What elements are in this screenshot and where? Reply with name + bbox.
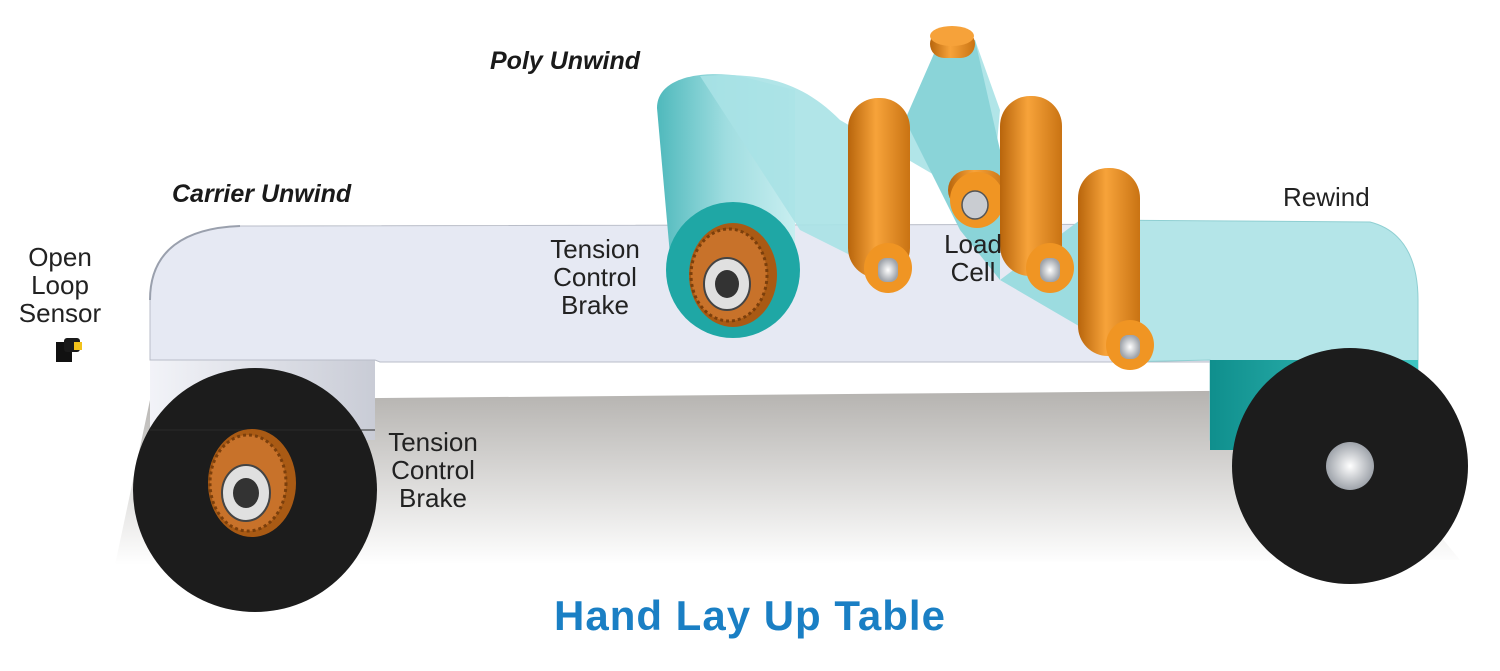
tension-brake-top-graphic bbox=[689, 223, 777, 327]
idler-roller-3 bbox=[1078, 168, 1154, 370]
open-loop-sensor-icon bbox=[56, 338, 82, 362]
diagram-title: Hand Lay Up Table bbox=[554, 592, 946, 639]
tension-brake-bottom-graphic bbox=[208, 429, 296, 537]
table-shadow bbox=[115, 390, 1460, 565]
tension-brake-bottom-label: Tension Control Brake bbox=[388, 427, 478, 513]
idler-roller-1 bbox=[848, 98, 912, 293]
tension-brake-top-label: Tension Control Brake bbox=[550, 234, 640, 320]
open-loop-sensor-label: Open Loop Sensor bbox=[18, 242, 102, 328]
poly-unwind-label: Poly Unwind bbox=[490, 47, 640, 75]
idler-roller-2 bbox=[1000, 96, 1074, 293]
rewind-label: Rewind bbox=[1283, 182, 1370, 212]
load-cell-roller bbox=[948, 170, 1006, 228]
load-cell-label: Load Cell bbox=[944, 229, 1002, 287]
rewind-core bbox=[1326, 442, 1374, 490]
carrier-unwind-label: Carrier Unwind bbox=[172, 180, 352, 208]
